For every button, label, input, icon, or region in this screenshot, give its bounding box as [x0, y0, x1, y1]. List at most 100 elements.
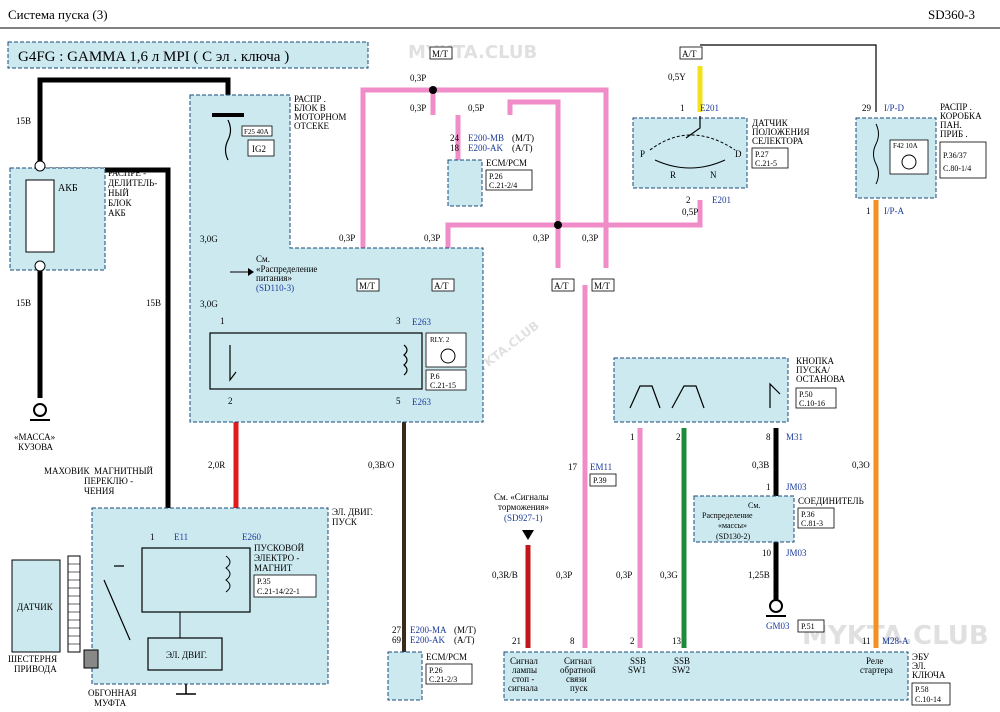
engine-box-desc: РАСПР . БЛОК В МОТОРНОМ ОТСЕКЕ	[294, 94, 346, 131]
smart-key-refs-box	[911, 682, 951, 706]
pan-fuse-symbol	[901, 154, 917, 170]
button-box	[613, 357, 789, 423]
fuse-label: F25 40A	[244, 128, 269, 136]
svg-text:ЧЕНИЯ: ЧЕНИЯ	[84, 486, 114, 496]
wire-label-03rb: 0,3R/B	[492, 570, 518, 580]
fork-mt-b	[591, 278, 615, 292]
rly-ref-2: C.21-15	[430, 381, 456, 390]
ecm-top-pin-24: 24	[450, 133, 460, 143]
selector-wiper	[685, 116, 701, 139]
header-code: SD360-3	[928, 7, 975, 22]
pan-box-desc: РАСПР . КОРОБКА ПАН. ПРИБ .	[940, 102, 982, 139]
fork-at-top-label: A/T	[682, 49, 697, 59]
wire-label-125b: 1,25B	[748, 570, 770, 580]
button-desc: КНОПКА ПУСКА/ ОСТАНОВА	[796, 356, 846, 384]
ground-body-label-2: КУЗОВА	[18, 442, 54, 452]
conn-jm03-b: JM03	[786, 548, 807, 558]
svg-text:БЛОК: БЛОК	[108, 198, 133, 208]
svg-text:Реле: Реле	[866, 656, 883, 666]
sensor-label: ДАТЧИК	[17, 602, 54, 612]
motor-title-2: ПУСК	[332, 517, 358, 527]
svg-text:SW1: SW1	[628, 665, 646, 675]
svg-text:Сигнал: Сигнал	[564, 656, 592, 666]
fork-mt-top-label: M/T	[432, 49, 449, 59]
sk-pin-13: 13	[672, 636, 682, 646]
svg-text:АКБ: АКБ	[108, 208, 126, 218]
solenoid-coil	[225, 555, 231, 593]
svg-text:обратной: обратной	[560, 665, 596, 675]
svg-text:стоп -: стоп -	[512, 674, 534, 684]
wire-ign-feed	[700, 44, 877, 112]
svg-text:Сигнал: Сигнал	[510, 656, 538, 666]
battery-desc: РАСПРЕ - ДЕЛИТЕЛЬ- НЫЙ БЛОК АКБ	[108, 168, 157, 218]
svg-text:СЕЛЕКТОРА: СЕЛЕКТОРА	[752, 136, 804, 146]
flywheel-teeth	[68, 563, 80, 645]
ground-body-icon	[33, 403, 47, 417]
button-ref-2: C.10-16	[799, 399, 825, 408]
svg-text:НЫЙ: НЫЙ	[108, 188, 129, 198]
conn-e260: E260	[242, 532, 261, 542]
em11-ref: P.39	[593, 476, 607, 485]
wire-label-15b-c: 15B	[146, 298, 161, 308]
flywheel-labels: МАХОВИК МАГНИТНЫЙ ПЕРЕКЛЮ - ЧЕНИЯ	[44, 466, 154, 496]
motor-refs-box	[253, 574, 317, 598]
svg-text:стартера: стартера	[860, 665, 893, 675]
btn-pin-8: 8	[766, 432, 771, 442]
connector-box	[693, 495, 795, 543]
selector-desc: ДАТЧИК ПОЛОЖЕНИЯ СЕЛЕКТОРА	[752, 118, 810, 146]
button-ref-1: P.50	[799, 390, 813, 399]
button-refs-box	[795, 387, 837, 409]
svg-text:ЭБУ: ЭБУ	[912, 652, 930, 662]
watermark-bottom: MYKTA.CLUB	[802, 621, 989, 651]
relay-icon	[440, 348, 456, 364]
pin-5: 5	[396, 396, 401, 406]
ecm-top-ref-2: C.21-2/4	[489, 181, 517, 190]
sk-pin-21: 21	[512, 636, 521, 646]
btn-pin-2: 2	[676, 432, 681, 442]
fork-mt-a	[356, 278, 380, 292]
ecm-top-suffix-2: (A/T)	[512, 143, 533, 153]
gm03-ref: P.51	[801, 622, 815, 631]
rly-label: RLY. 2	[430, 336, 450, 344]
fork-at-b	[551, 278, 575, 292]
ig2-label: IG2	[252, 144, 266, 154]
ecm-bot-pin-69: 69	[392, 635, 402, 645]
wire-label-03p-d: 0,3P	[410, 103, 426, 113]
ecm-bot-ref-2: C.21-2/3	[429, 675, 457, 684]
svg-text:См.: См.	[748, 501, 760, 510]
gm03-label: GM03	[766, 621, 790, 631]
conn-em11: EM11	[590, 462, 612, 472]
pan-pin-1: 1	[866, 206, 871, 216]
rly-refs-box	[425, 369, 467, 391]
ecm-top-suffix-1: (M/T)	[512, 133, 534, 143]
subtitle-box	[7, 41, 369, 69]
wire-15b-top	[37, 77, 231, 166]
see-power-note: См. «Распределение питания» (SD110-3)	[256, 254, 317, 293]
pan-ref-1: P.36/37	[943, 151, 967, 160]
conn-ipa: I/P-A	[884, 206, 905, 216]
ecm-top-ref-1: P.26	[489, 172, 503, 181]
ecm-bot-pin-27: 27	[392, 625, 402, 635]
fuse-icon	[224, 119, 232, 161]
svg-text:См.: См.	[256, 254, 270, 264]
fork-at-top	[679, 46, 703, 60]
header-title: Система пуска (3)	[8, 7, 108, 22]
svg-text:Распределение: Распределение	[702, 511, 753, 520]
motor-title-1: ЭЛ. ДВИГ.	[332, 507, 373, 517]
sk-pin-21-desc: Сигнал лампы стоп - сигнала	[508, 656, 538, 693]
svg-text:МАГНИТНЫЙ: МАГНИТНЫЙ	[94, 466, 154, 476]
svg-text:(SD927-1): (SD927-1)	[504, 513, 543, 523]
ecm-top-pin-18: 18	[450, 143, 460, 153]
wire-label-05p-b: 0,5P	[682, 207, 698, 217]
wire-label-03p-a: 0,3P	[339, 233, 355, 243]
battery-icon	[25, 179, 55, 253]
splice-mid	[554, 221, 562, 229]
wire-label-05p-a: 0,5P	[468, 103, 484, 113]
svg-text:торможения»: торможения»	[498, 502, 549, 512]
svg-text:ДАТЧИК: ДАТЧИК	[752, 118, 789, 128]
sel-pin-1: 1	[680, 103, 685, 113]
svg-text:КОРОБКА: КОРОБКА	[940, 111, 982, 121]
conn-pin-10: 10	[762, 548, 772, 558]
em11-pin: 17	[568, 462, 578, 472]
